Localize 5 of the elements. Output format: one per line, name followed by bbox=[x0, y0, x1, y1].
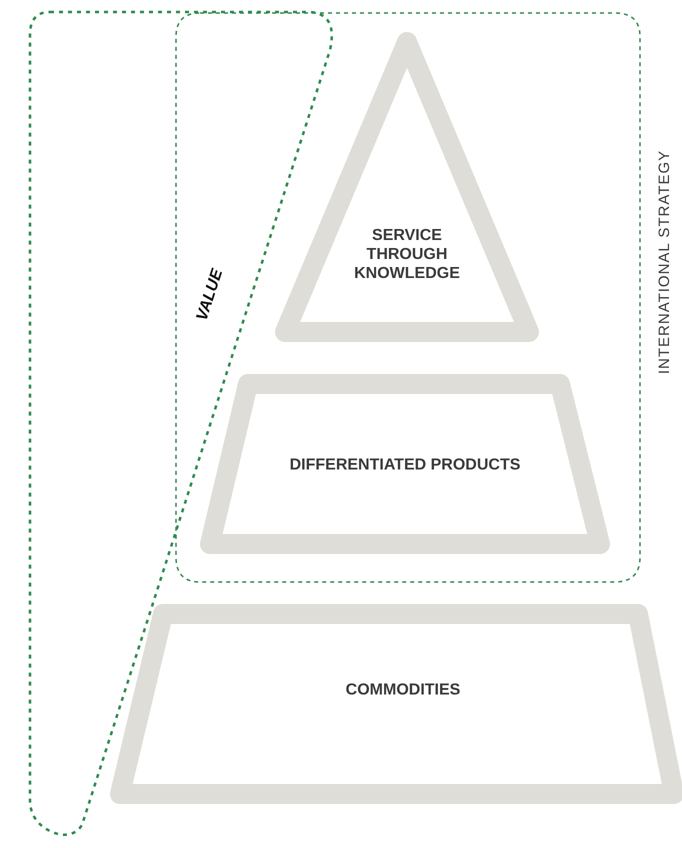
tier-label: COMMODITIES bbox=[344, 680, 462, 700]
tier-label: DIFFERENTIATED PRODUCTS bbox=[288, 455, 522, 475]
region-label: INTERNATIONAL STRATEGY bbox=[656, 150, 674, 374]
tier-label: SERVICE THROUGH KNOWLEDGE bbox=[353, 226, 461, 284]
region-label: VALUE bbox=[192, 266, 228, 324]
